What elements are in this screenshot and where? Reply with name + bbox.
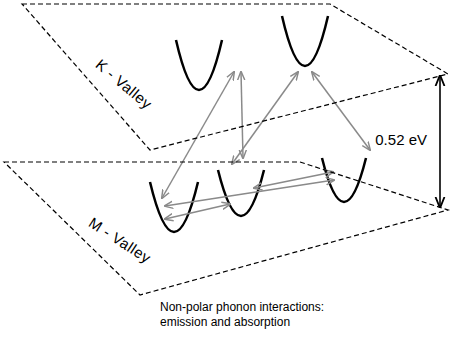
band-parabola: [218, 170, 264, 216]
transition-arrow: [254, 172, 333, 188]
transition-arrow: [232, 72, 298, 164]
k-valley-parabolas: [176, 16, 328, 90]
band-parabola: [282, 16, 328, 66]
m-valley-parabolas: [150, 158, 366, 232]
transition-arrow: [165, 180, 334, 206]
transition-arrow: [165, 204, 230, 219]
plane-outline: [0, 158, 453, 298]
dashed-plane: [4, 162, 448, 295]
figure-caption: Non-polar phonon interactions: emission …: [160, 300, 350, 330]
valley-label: M - Valley: [86, 214, 154, 267]
band-parabola: [150, 182, 198, 232]
energy-gap-arrow: [439, 76, 441, 207]
energy-gap-value: 0.52 eV: [375, 131, 427, 148]
band-parabola: [176, 40, 222, 90]
valley-label: K - Valley: [92, 56, 155, 113]
band-parabola: [322, 158, 366, 202]
phonon-transition-arrows: [162, 72, 370, 219]
dashed-plane: [22, 4, 448, 150]
transition-arrow: [241, 72, 243, 158]
valley-plane: M - Valley: [0, 158, 453, 298]
transition-arrow: [312, 72, 370, 150]
transition-arrow: [162, 72, 234, 198]
